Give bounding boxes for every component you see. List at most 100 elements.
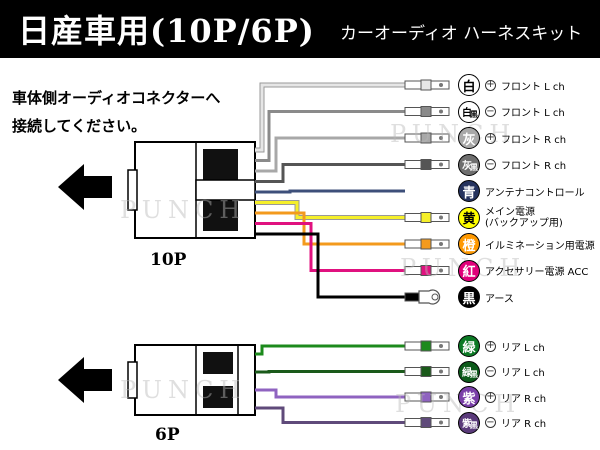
minus-icon: −: [485, 416, 496, 428]
harness-6p-legend-row: 緑 + リア L ch: [458, 334, 545, 358]
wire-function-label: フロント L ch: [501, 78, 565, 93]
wire-function-label: メイン電源(バックアップ用): [485, 207, 563, 229]
wire-function-label: アンテナコントロール: [485, 184, 585, 199]
harness-6p-legend-row: 紫 + リア R ch: [458, 385, 546, 409]
wire-color-badge: 黒: [458, 286, 480, 308]
wire-function-label: リア R ch: [501, 415, 546, 430]
wire-function-label-line: リア R ch: [501, 419, 547, 430]
harness-10p-wire: [255, 132, 450, 173]
wire-function-label-line: メイン電源: [485, 206, 535, 218]
wire-function-label-line: リア L ch: [501, 342, 545, 354]
wire-color-badge-text: 黄: [462, 212, 476, 227]
wire-function-label-line: フロント R ch: [501, 161, 567, 172]
connector-10p: [127, 141, 256, 239]
arrow-10p-icon: [58, 164, 112, 210]
harness-6p-wire: [255, 340, 450, 356]
wire-color-badge-text: 白: [462, 79, 476, 95]
instruction-line-2: 接続してください。: [12, 117, 147, 135]
wire-color-badge-text: 紫: [462, 419, 472, 430]
watermark: PUNCH: [120, 196, 247, 224]
harness-10p-wire: [255, 106, 450, 162]
harness-10p-legend-row: 青アンテナコントロール: [458, 179, 585, 203]
plus-icon: +: [485, 391, 496, 403]
wire-group: [255, 79, 450, 428]
harness-6p-legend-row: 緑黒−リア L ch: [458, 360, 545, 384]
plus-icon: +: [485, 340, 496, 352]
harness-10p-legend-row: 白黒−フロント L ch: [458, 100, 565, 124]
wire-color-badge: 紫黒: [458, 411, 480, 434]
wire-color-badge: 青: [458, 180, 480, 202]
wire-color-badge: 緑黒: [458, 360, 480, 383]
wire-color-badge: 橙: [458, 233, 480, 255]
harness-10p-wire: [255, 211, 450, 250]
harness-10p-wire: [255, 189, 405, 194]
wire-function-label: フロント L ch: [501, 104, 565, 119]
wire-stripe-badge-text: 黒: [470, 369, 478, 379]
title-banner: 日産車用(10P/6P) カーオーディオ ハーネスキット: [0, 0, 600, 58]
wire-stripe-badge-text: 黒: [470, 109, 478, 119]
harness-10p-legend-row: 紅アクセサリー電源 ACC: [458, 259, 588, 283]
harness-6p-wire: [255, 406, 450, 428]
harness-6p-wire: [255, 366, 450, 377]
harness-10p-legend-row: 黒アース: [458, 285, 514, 309]
wire-function-label-line: リア L ch: [501, 368, 545, 379]
wire-function-label: リア L ch: [501, 364, 545, 379]
wire-function-label-line: アクセサリー電源 ACC: [485, 267, 589, 278]
plus-icon: +: [485, 79, 496, 91]
wire-color-badge: 緑: [458, 335, 480, 357]
wire-function-label: リア R ch: [501, 390, 546, 405]
wire-function-label-line: イルミネーション用電源: [485, 240, 595, 252]
wire-color-badge-text: 青: [462, 185, 476, 201]
harness-10p-legend-row: 灰黒−フロント R ch: [458, 153, 566, 177]
wire-function-label-line: フロント L ch: [501, 81, 565, 93]
wire-color-badge-text: 緑: [462, 340, 476, 356]
connector-10p-label: 10P: [150, 250, 187, 270]
watermark: PUNCH: [120, 376, 247, 404]
minus-icon: −: [485, 105, 496, 117]
connector-6p: [127, 344, 256, 416]
wire-function-label: イルミネーション用電源: [485, 237, 595, 252]
harness-10p-legend-row: 白 + フロント L ch: [458, 73, 565, 97]
wire-color-badge-text: 紅: [462, 265, 476, 280]
wire-color-badge-text: 緑: [462, 368, 472, 379]
wire-function-label-line: アース: [485, 293, 514, 305]
instruction-line-1: 車体側オーディオコネクターへ: [12, 89, 221, 107]
wire-color-badge: 灰黒: [458, 153, 480, 176]
wire-function-label: アクセサリー電源 ACC: [485, 263, 588, 278]
wire-stripe-badge-text: 黒: [470, 162, 478, 172]
wire-function-label-line: リア R ch: [501, 393, 547, 405]
wire-color-badge-text: 橙: [462, 238, 476, 254]
minus-icon: −: [485, 365, 496, 377]
instruction-text: 車体側オーディオコネクターへ 接続してください。: [12, 84, 220, 140]
wire-color-badge: 紫: [458, 386, 480, 408]
wire-color-badge-text: 灰: [462, 132, 476, 148]
wire-color-badge-text: 黒: [462, 291, 476, 307]
wire-function-label-line: フロント L ch: [501, 108, 565, 119]
minus-icon: −: [485, 158, 496, 170]
wire-function-label: リア L ch: [501, 339, 545, 354]
harness-10p-wire: [255, 200, 450, 223]
wire-color-badge: 紅: [458, 259, 480, 282]
connector-6p-label: 6P: [155, 425, 180, 445]
wire-function-label: フロント R ch: [501, 131, 566, 146]
wire-function-label-line: フロント R ch: [501, 134, 567, 146]
harness-10p-wire: [255, 222, 450, 276]
harness-10p-wire: [255, 79, 450, 153]
page-subtitle: カーオーディオ ハーネスキット: [340, 24, 583, 44]
harness-10p-wire: [255, 232, 441, 305]
wire-function-label: フロント R ch: [501, 157, 566, 172]
wire-function-label-line: アンテナコントロール: [485, 187, 585, 199]
harness-6p-wire: [255, 388, 450, 403]
wire-color-badge-text: 白: [462, 108, 472, 119]
page-title: 日産車用(10P/6P): [18, 12, 315, 50]
harness-10p-legend-row: 灰+フロント R ch: [458, 126, 566, 150]
arrow-6p-icon: [58, 357, 112, 403]
wire-color-badge-text: 灰: [462, 161, 472, 172]
harness-10p-legend-row: 橙イルミネーション用電源: [458, 232, 595, 256]
harness-6p-legend-row: 紫黒−リア R ch: [458, 411, 546, 435]
wire-color-badge-text: 紫: [462, 391, 476, 407]
wire-color-badge: 灰: [458, 127, 480, 149]
wire-color-badge: 白: [458, 74, 480, 96]
wire-stripe-badge-text: 黒: [470, 420, 478, 430]
